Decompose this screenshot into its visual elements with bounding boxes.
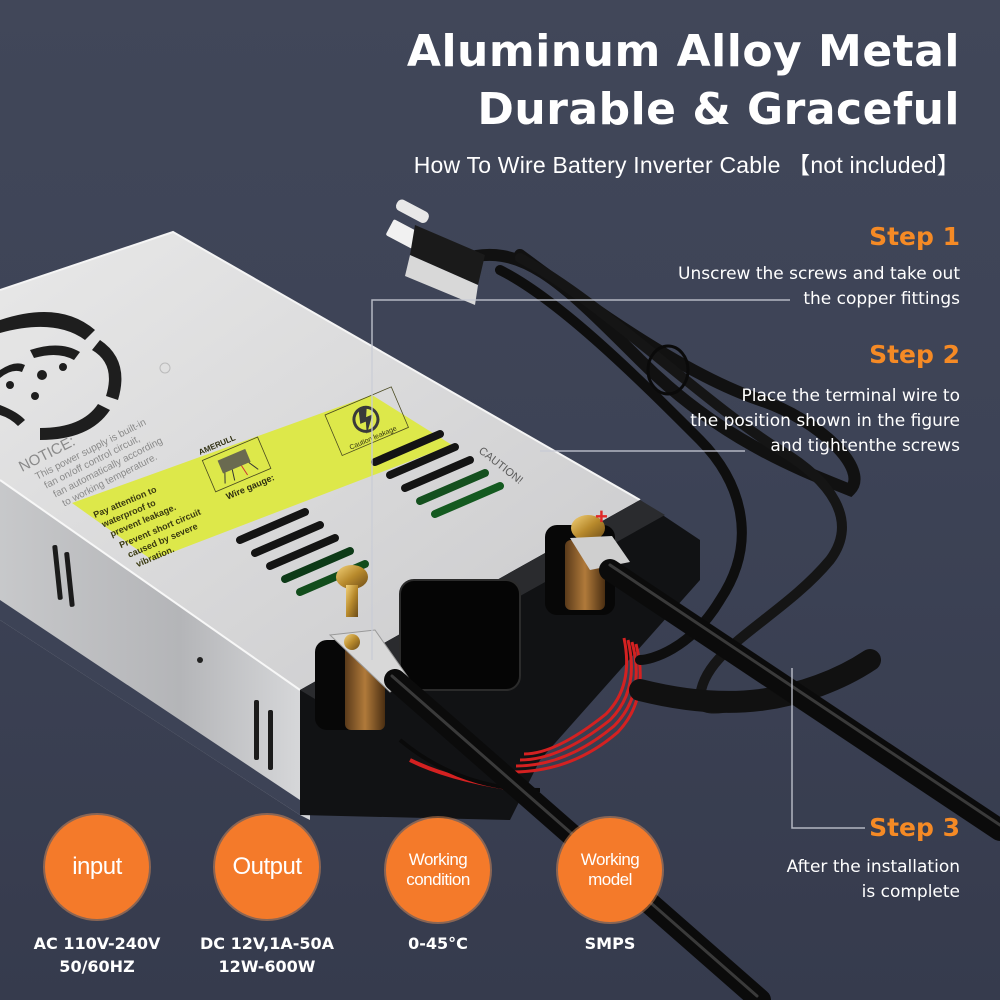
terminal-block: + [300,500,741,820]
step-2-line-1: Place the terminal wire to [741,386,961,406]
step-2-line-3: and tightenthe screws [770,436,960,456]
spec-input-value: AC 110V-240V 50/60HZ [33,934,161,976]
step-1-line-1: Unscrew the screws and take out [678,264,960,284]
step-2-line-2: the position shown in the figure [690,411,960,431]
title-line-2: Durable & Graceful [477,84,960,135]
step-3-title: Step 3 [869,813,960,842]
badge-input-label: input [72,853,122,880]
spec-condition-value: 0-45°C [408,934,468,953]
step-3-line-2: is complete [861,882,960,902]
step-2-description: Place the terminal wire to the position … [690,384,960,459]
badge-input: input [45,815,149,919]
warning-sticker: Pay attention to waterproof to prevent l… [72,386,452,569]
spec-output-value: DC 12V,1A-50A 12W-600W [199,934,335,976]
title-line-1: Aluminum Alloy Metal [406,26,960,77]
step-1-line-2: the copper fittings [803,289,960,309]
ac-plug [386,199,485,305]
step-2-title: Step 2 [869,340,960,369]
badge-output-label: Output [232,853,302,880]
fan-grille [0,312,122,440]
spec-model-value: SMPS [584,934,636,953]
step-1-description: Unscrew the screws and take out the copp… [678,262,960,312]
positive-mark: + [595,504,608,529]
callout-lines [371,299,865,829]
step-3-description: After the installation is complete [787,855,960,905]
screw-icon [336,565,368,617]
step-3-line-1: After the installation [786,857,960,877]
cables [384,248,1000,1000]
step-1-title: Step 1 [869,222,960,251]
subtitle: How To Wire Battery Inverter Cable 【not … [413,152,960,178]
badge-output: Output [215,815,319,919]
